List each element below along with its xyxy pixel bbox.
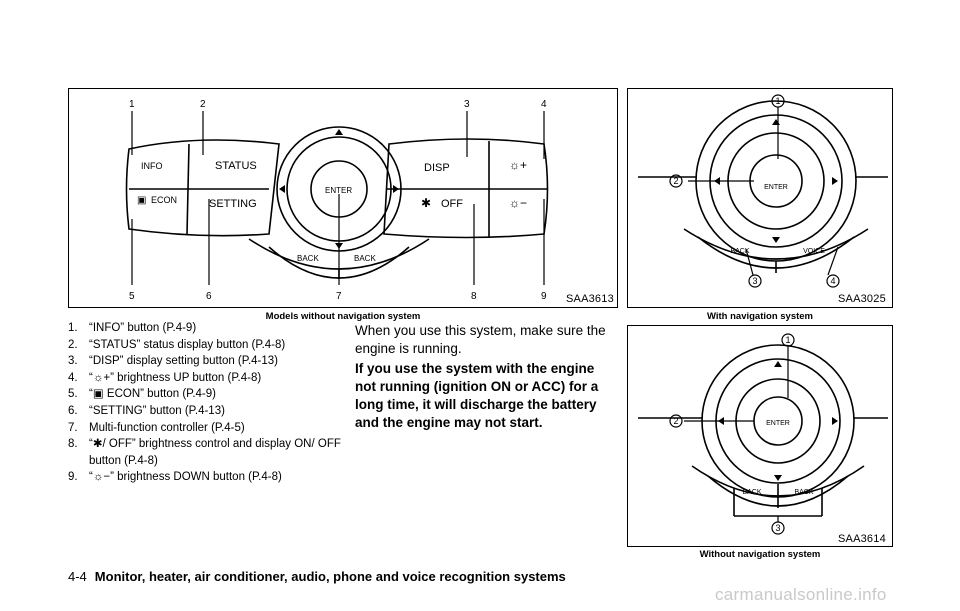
list-item: 9.“☼−” brightness DOWN button (P.4-8) xyxy=(68,471,282,484)
controls-list: 1.“INFO” button (P.4-9) 2.“STATUS” statu… xyxy=(68,320,348,486)
nav-controller-diagram: 1 2 3 4 ENTER BACK VOICE xyxy=(638,94,888,288)
off-button-label: OFF xyxy=(441,198,463,210)
enter-button-label: ENTER xyxy=(325,186,352,195)
page-footer: 4-4 Monitor, heater, air conditioner, aud… xyxy=(68,569,566,584)
callout-2: 2 xyxy=(200,99,206,110)
brightness-down-icon: ☼− xyxy=(92,471,111,484)
ctrl-back-label-right: BACK xyxy=(794,489,813,496)
watermark: carmanualsonline.info xyxy=(715,585,887,604)
nav-callout-1: 1 xyxy=(775,96,780,106)
nav-callout-2: 2 xyxy=(673,176,678,186)
nav-callout-3: 3 xyxy=(752,276,757,286)
list-item: 2.“STATUS” status display button (P.4-8) xyxy=(68,338,286,351)
brightness-up-icon: ☼+ xyxy=(92,371,111,384)
figure-controls-without-navigation: 1 2 3 4 5 6 7 8 9 INFO STATUS DISP ECON … xyxy=(68,88,618,308)
back-voice-arc xyxy=(683,228,869,260)
enter-knob xyxy=(749,154,803,208)
list-item: 8.“✱/ OFF” brightness control and displa… xyxy=(68,438,341,467)
list-item: 3.“DISP” display setting button (P.4-13) xyxy=(68,355,278,368)
info-button-label: INFO xyxy=(141,161,163,171)
brightness-control-icon: ✱/ xyxy=(92,438,109,451)
callout-6: 6 xyxy=(206,291,212,302)
econ-symbol: ▣ xyxy=(137,195,146,206)
ctrl-callout-2: 2 xyxy=(673,416,678,426)
figure-controls-with-navigation: 1 2 3 4 ENTER BACK VOICE SAA3025 xyxy=(627,88,893,308)
figure3-caption: Without navigation system xyxy=(699,549,821,560)
controller-diagram: 1 2 3 ENTER BACK BACK xyxy=(638,333,888,535)
econ-button-label: ECON xyxy=(151,195,177,205)
callout-7: 7 xyxy=(336,291,342,302)
figure2-caption: With navigation system xyxy=(706,311,814,322)
control-panel-diagram: 1 2 3 4 5 6 7 8 9 INFO STATUS DISP ECON … xyxy=(125,99,549,302)
back-label-left: BACK xyxy=(297,254,319,263)
nav-callout-4: 4 xyxy=(830,276,835,286)
callout-3: 3 xyxy=(464,99,470,110)
ctrl-back-label-left: BACK xyxy=(742,489,761,496)
list-item: 5.“▣ ECON” button (P.4-9) xyxy=(68,388,216,401)
brightness-control-symbol: ✱ xyxy=(421,196,431,210)
left-panel-outline xyxy=(125,139,280,237)
callout-9: 9 xyxy=(541,291,547,302)
list-item: 1.“INFO” button (P.4-9) xyxy=(68,322,197,334)
nav-voice-label: VOICE xyxy=(803,248,825,255)
warning-paragraph: If you use the system with the engine no… xyxy=(355,361,599,430)
disp-button-label: DISP xyxy=(424,162,450,174)
figure2-code: SAA3025 xyxy=(838,293,886,305)
nav-enter-label: ENTER xyxy=(764,184,788,191)
figure-controls-without-navigation-2: 1 2 3 ENTER BACK BACK SAA3614 xyxy=(627,325,893,547)
back-label-right: BACK xyxy=(354,254,376,263)
figure1-caption: Models without navigation system xyxy=(265,311,421,322)
body-paragraph: When you use this system, make sure the … xyxy=(355,323,606,356)
callout-8: 8 xyxy=(471,291,477,302)
section-title: Monitor, heater, air conditioner, audio,… xyxy=(94,569,566,584)
callout-5: 5 xyxy=(129,291,135,302)
econ-icon: ▣ xyxy=(92,388,107,401)
page-number: 4-4 xyxy=(68,569,87,584)
figure1-code: SAA3613 xyxy=(566,293,614,305)
ctrl-callout-3: 3 xyxy=(775,523,780,533)
figure3-code: SAA3614 xyxy=(838,533,886,545)
brightness-down-symbol: ☼− xyxy=(509,196,527,210)
setting-button-label: SETTING xyxy=(209,198,257,210)
list-item: 4.“☼+” brightness UP button (P.4-8) xyxy=(68,371,262,384)
list-item: 7.Multi-function controller (P.4-5) xyxy=(68,421,245,434)
list-item: 6.“SETTING” button (P.4-13) xyxy=(68,404,225,417)
ctrl-callout-1: 1 xyxy=(785,335,790,345)
ctrl-enter-label: ENTER xyxy=(766,420,790,427)
brightness-up-symbol: ☼+ xyxy=(509,158,527,172)
nav-back-label: BACK xyxy=(730,248,749,255)
right-panel-outline xyxy=(383,138,549,239)
callout-4: 4 xyxy=(541,99,547,110)
status-button-label: STATUS xyxy=(215,160,257,172)
callout-1: 1 xyxy=(129,99,135,110)
